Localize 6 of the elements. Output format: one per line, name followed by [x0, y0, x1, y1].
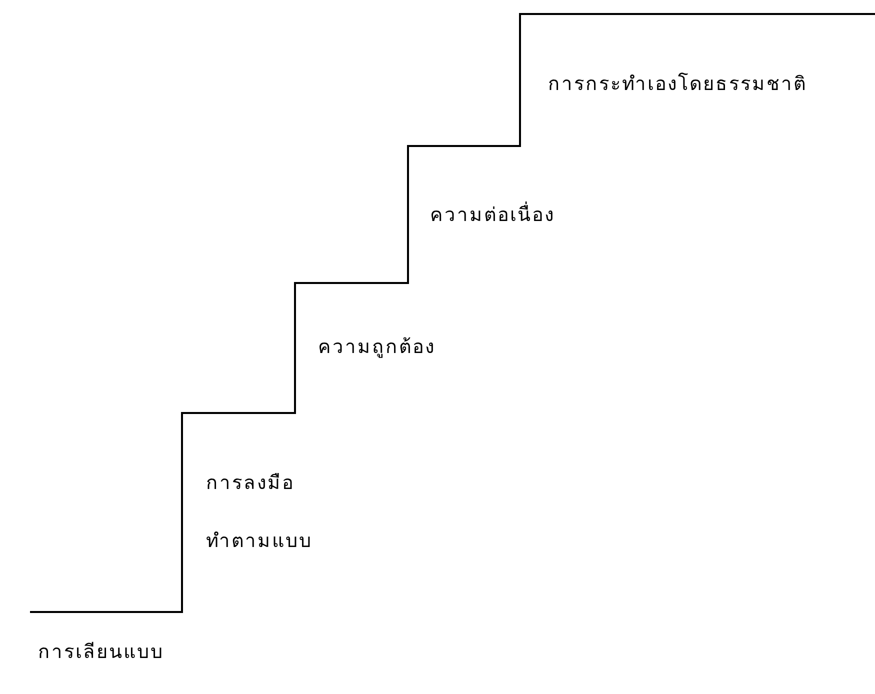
step-label: การกระทำเองโดยธรรมชาติ: [548, 72, 807, 97]
step-label: การลงมือ: [206, 471, 294, 496]
step-label: การเลียนแบบ: [38, 640, 164, 665]
step-label: ความถูกต้อง: [318, 335, 436, 360]
step-label: ทำตามแบบ: [206, 529, 312, 554]
step-label: ความต่อเนื่อง: [430, 203, 555, 228]
